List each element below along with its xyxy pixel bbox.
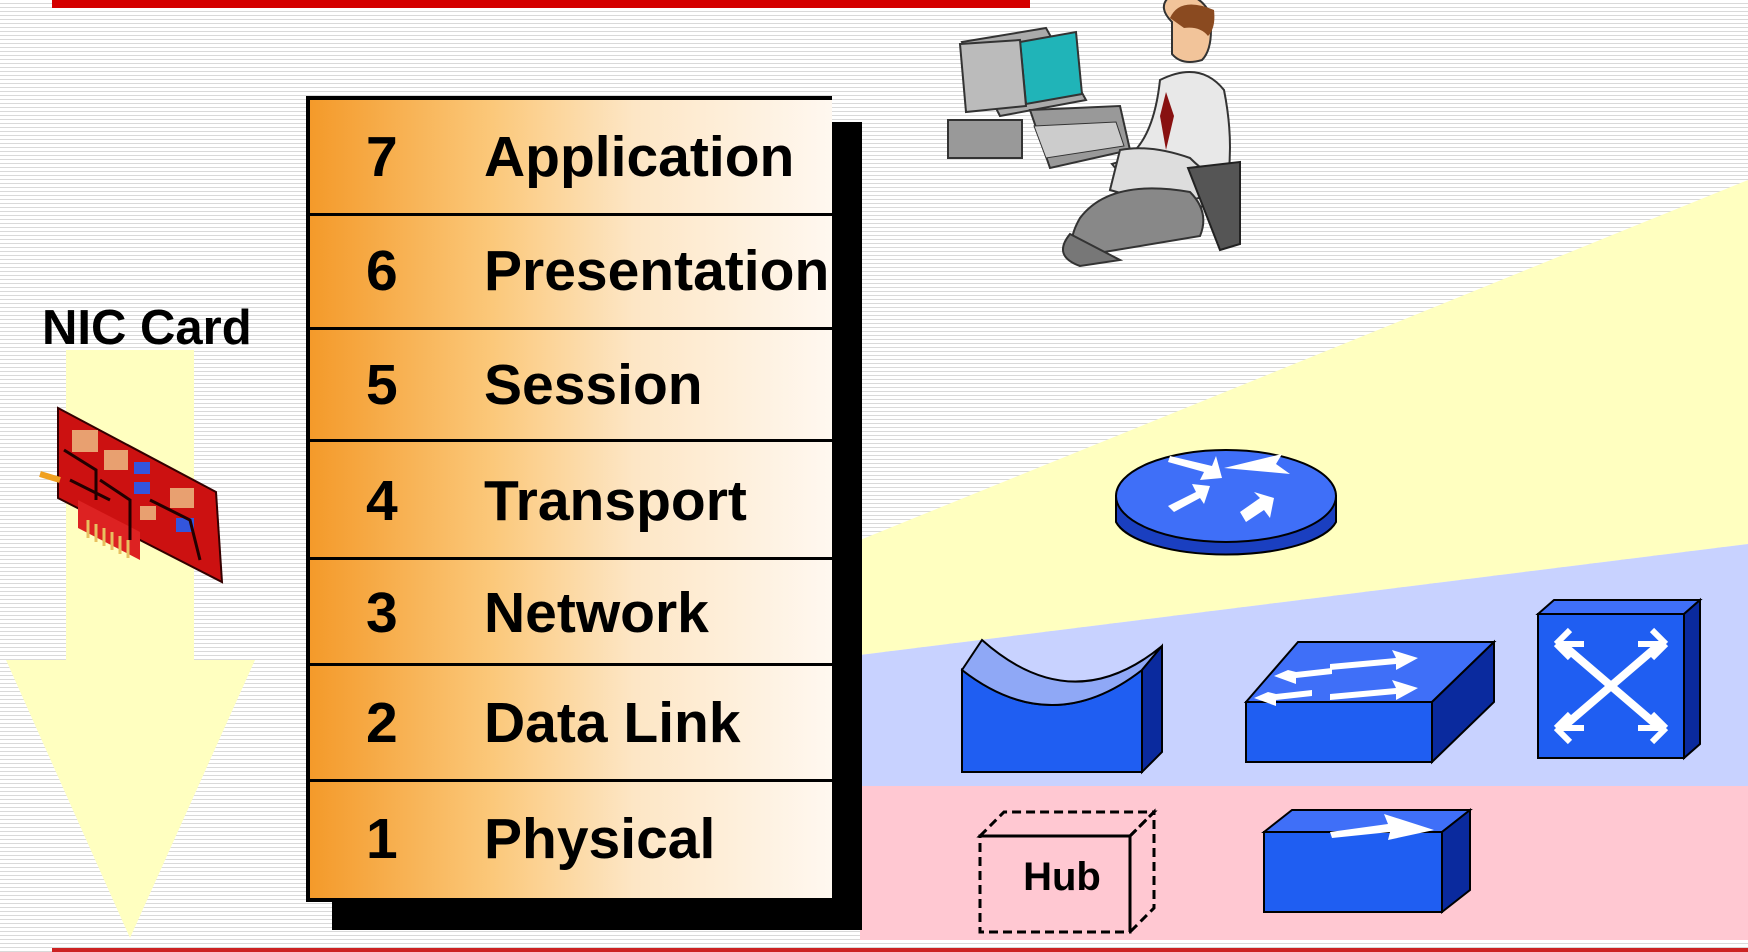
atm-switch-icon bbox=[1535, 597, 1703, 761]
osi-layer-6: 6 Presentation bbox=[310, 216, 832, 330]
osi-layer-2: 2 Data Link bbox=[310, 666, 832, 782]
layer-name: Transport bbox=[484, 469, 747, 533]
user-at-computer-icon bbox=[947, 0, 1241, 268]
nic-card-icon bbox=[39, 406, 224, 584]
layer-name: Network bbox=[484, 581, 709, 645]
osi-layer-3: 3 Network bbox=[310, 560, 832, 666]
layer-name: Application bbox=[484, 125, 795, 189]
osi-layer-4: 4 Transport bbox=[310, 442, 832, 560]
osi-layer-stack: 7 Application 6 Presentation 5 Session 4… bbox=[306, 96, 832, 902]
switch-icon bbox=[1243, 639, 1497, 765]
layer-name: Session bbox=[484, 353, 703, 417]
layer-number: 7 bbox=[366, 125, 398, 189]
hub-icon: Hub bbox=[976, 808, 1158, 936]
down-arrow bbox=[6, 350, 255, 938]
repeater-icon bbox=[1261, 807, 1473, 915]
layer-name: Physical bbox=[484, 807, 716, 871]
layer-number: 2 bbox=[366, 691, 398, 755]
osi-layer-5: 5 Session bbox=[310, 330, 832, 442]
layer-number: 5 bbox=[366, 353, 398, 417]
title-accent-bar bbox=[52, 0, 1030, 8]
layer-number: 4 bbox=[366, 469, 398, 533]
osi-layer-1: 1 Physical bbox=[310, 782, 832, 898]
bridge-icon bbox=[960, 638, 1163, 775]
hub-label: Hub bbox=[1023, 855, 1101, 899]
osi-layer-7: 7 Application bbox=[310, 100, 832, 216]
layer-number: 3 bbox=[366, 581, 398, 645]
layer-number: 6 bbox=[366, 239, 398, 303]
layer-name: Presentation bbox=[484, 239, 830, 303]
layer-number: 1 bbox=[366, 807, 398, 871]
layer-name: Data Link bbox=[484, 691, 741, 755]
network-layer-band bbox=[860, 180, 1748, 655]
nic-card-label: NIC Card bbox=[42, 301, 252, 355]
footer-rule bbox=[52, 948, 1748, 952]
router-icon bbox=[1115, 449, 1337, 556]
